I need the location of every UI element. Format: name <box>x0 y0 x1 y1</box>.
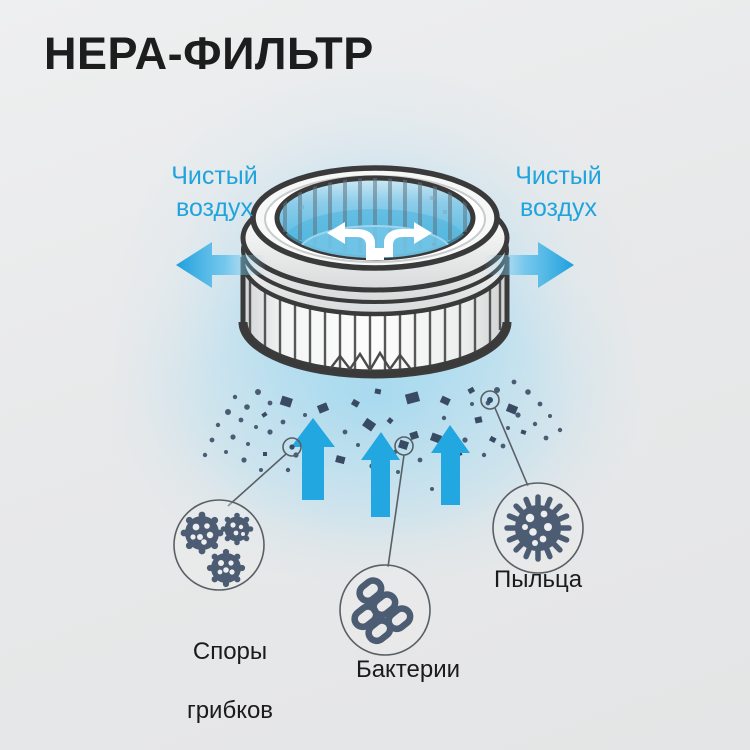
callout-label-spores-line2: грибков <box>186 696 274 724</box>
intake-arrow-center <box>361 432 400 517</box>
particle-markers <box>282 390 500 457</box>
page-title: HEPA-ФИЛЬТР <box>44 28 374 79</box>
callout-bacteria[interactable] <box>339 564 431 656</box>
intake-arrow-right <box>431 425 470 505</box>
clean-air-label-right: Чистый воздух <box>496 160 621 224</box>
callout-label-spores-line1: Споры <box>192 638 268 666</box>
pollen-grain-icon <box>504 494 572 562</box>
callout-circle-bacteria[interactable] <box>339 564 431 656</box>
split-arrow-icon <box>327 222 432 260</box>
clean-air-right-line2: воздух <box>519 194 598 222</box>
callout-label-pollen: Пыльца <box>493 566 583 593</box>
particle-marker-bacteria <box>394 436 414 456</box>
particle-marker-spores <box>282 437 302 457</box>
clean-air-left-line1: Чистый <box>171 162 258 190</box>
filter-body-outline <box>240 257 510 377</box>
clean-air-right-line1: Чистый <box>515 162 602 190</box>
arrow-right-icon <box>485 242 574 288</box>
callout-leaders <box>227 407 529 568</box>
callout-label-spores: Споры грибков <box>130 608 330 750</box>
fungal-spores-icon <box>180 511 254 588</box>
intake-arrow-left <box>291 418 335 500</box>
clean-air-label-left: Чистый воздух <box>152 160 277 224</box>
hepa-filter-cylinder <box>238 165 512 379</box>
callout-pollen[interactable] <box>492 482 584 574</box>
arrow-left-icon <box>176 242 265 288</box>
bacteria-chain-icon <box>351 577 414 645</box>
particle-marker-pollen <box>480 390 500 410</box>
callout-label-bacteria: Бактерии <box>355 656 461 683</box>
filter-pleat-zigzag <box>329 350 411 373</box>
callout-spores[interactable] <box>173 499 265 591</box>
clean-air-left-line2: воздух <box>175 194 254 222</box>
